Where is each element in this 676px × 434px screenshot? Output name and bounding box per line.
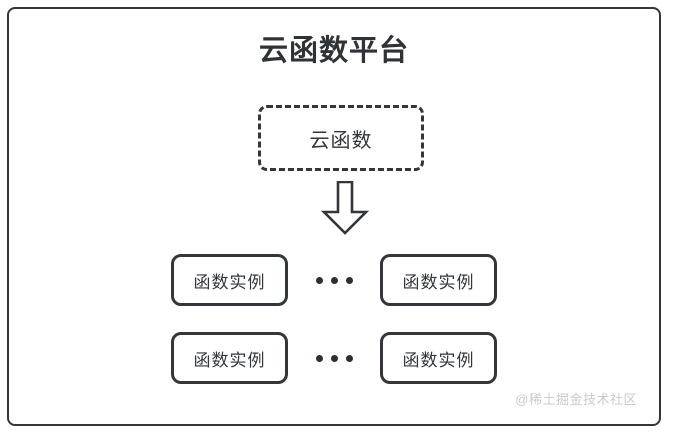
function-instance-box: 函数实例	[380, 254, 497, 306]
function-instance-box: 函数实例	[171, 254, 288, 306]
ellipsis-dot-icon	[315, 354, 323, 362]
ellipsis-dot-icon	[345, 276, 353, 284]
ellipsis-dot-icon	[330, 276, 338, 284]
instance-row-1: 函数实例 函数实例	[9, 254, 659, 306]
page-title: 云函数平台	[258, 35, 409, 67]
function-instance-label: 函数实例	[402, 272, 475, 292]
ellipsis-dot-icon	[345, 354, 353, 362]
cloud-function-node: 云函数	[258, 105, 424, 171]
ellipsis-separator	[288, 254, 380, 306]
ellipsis-dot-icon	[315, 276, 323, 284]
cloud-function-label: 云函数	[309, 129, 373, 152]
ellipsis-separator	[288, 332, 380, 384]
function-instance-box: 函数实例	[171, 332, 288, 384]
ellipsis-dot-icon	[330, 354, 338, 362]
function-instance-label: 函数实例	[402, 350, 475, 370]
function-instance-label: 函数实例	[193, 272, 266, 292]
watermark: @稀土掘金技术社区	[515, 392, 637, 407]
function-instance-box: 函数实例	[380, 332, 497, 384]
function-instance-label: 函数实例	[193, 350, 266, 370]
down-block-arrow-icon	[320, 180, 370, 235]
instance-row-2: 函数实例 函数实例	[9, 332, 659, 384]
cloud-function-platform-container: 云函数平台 云函数 函数实例 函数实例 函数实例	[7, 7, 661, 426]
